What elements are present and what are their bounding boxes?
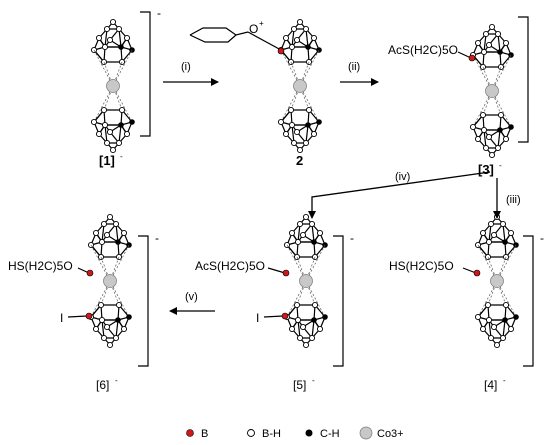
svg-text:-: - [499,161,502,170]
compound-4-substituent: HS(H2C)5O [389,259,454,273]
svg-text:-: - [120,152,123,161]
legend-cobalt: Co3+ [377,428,404,440]
svg-text:-: - [115,376,118,385]
cobalt-icon [359,426,373,440]
arrow-step-iv [308,171,491,219]
legend-boron: B [201,428,208,440]
compound-5-structure: AcS(H2C)5O I - [195,214,354,367]
svg-text:O: O [249,22,258,36]
compound-6-label: [6] - [96,376,118,392]
legend: B B-H C-H Co3+ [186,426,404,440]
legend-bh: B-H [262,428,281,440]
compound-1-label: [1] - [99,152,123,168]
compound-2-plus: + [259,19,264,28]
ch-icon [305,429,313,437]
compound-1-charge: - [157,6,161,20]
compound-4-charge: - [540,231,544,245]
svg-text:-: - [503,376,506,385]
compound-2-label: 2 [296,153,303,168]
compound-3-label: [3] - [478,161,502,177]
compound-3-substituent: AcS(H2C)5O [388,43,458,57]
svg-text:[3]: [3] [478,162,494,177]
legend-ch: C-H [320,428,340,440]
compound-6-iodine: I [60,311,63,325]
svg-text:[1]: [1] [99,153,115,168]
step-iii-label: (iii) [506,194,521,206]
step-iv-label: (iv) [395,171,410,183]
compound-5-substituent: AcS(H2C)5O [195,259,265,273]
compound-6-substituent: HS(H2C)5O [8,259,73,273]
compound-6-structure: HS(H2C)5O I - [8,214,159,367]
dioxane-ring-icon [189,27,282,51]
step-v-label: (v) [185,291,198,303]
boron-icon [186,429,194,437]
compound-5-charge: - [350,231,354,245]
compound-6-charge: - [155,231,159,245]
compound-4-structure: HS(H2C)5O - [389,214,544,367]
compound-3-structure: AcS(H2C)5O [388,16,529,158]
compound-4-label: [4] - [484,376,506,392]
svg-text:[4]: [4] [484,378,497,392]
reaction-arrows [163,78,501,315]
step-ii-label: (ii) [348,61,360,73]
boron-substituted-icon [468,54,476,62]
svg-text:[5]: [5] [293,378,306,392]
boron-substituted-icon [277,47,285,55]
compound-1-structure: - [91,6,161,153]
svg-text:-: - [312,376,315,385]
svg-text:[6]: [6] [96,378,109,392]
bh-icon [247,429,255,437]
compound-5-iodine: I [256,311,259,325]
compound-2-structure: O + [189,19,322,153]
compound-5-label: [5] - [293,376,315,392]
step-i-label: (i) [181,61,191,73]
